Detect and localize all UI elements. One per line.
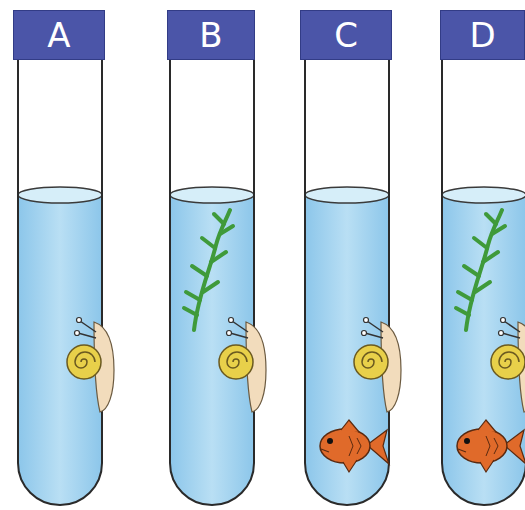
label-box: B (167, 10, 255, 60)
label-box: D (440, 10, 525, 60)
tube-letter: A (47, 18, 70, 52)
label-box: A (13, 10, 105, 60)
tube-letter: D (469, 18, 495, 52)
tube-letter: B (199, 18, 222, 52)
tube-letter: C (334, 18, 358, 52)
label-box: C (300, 10, 392, 60)
